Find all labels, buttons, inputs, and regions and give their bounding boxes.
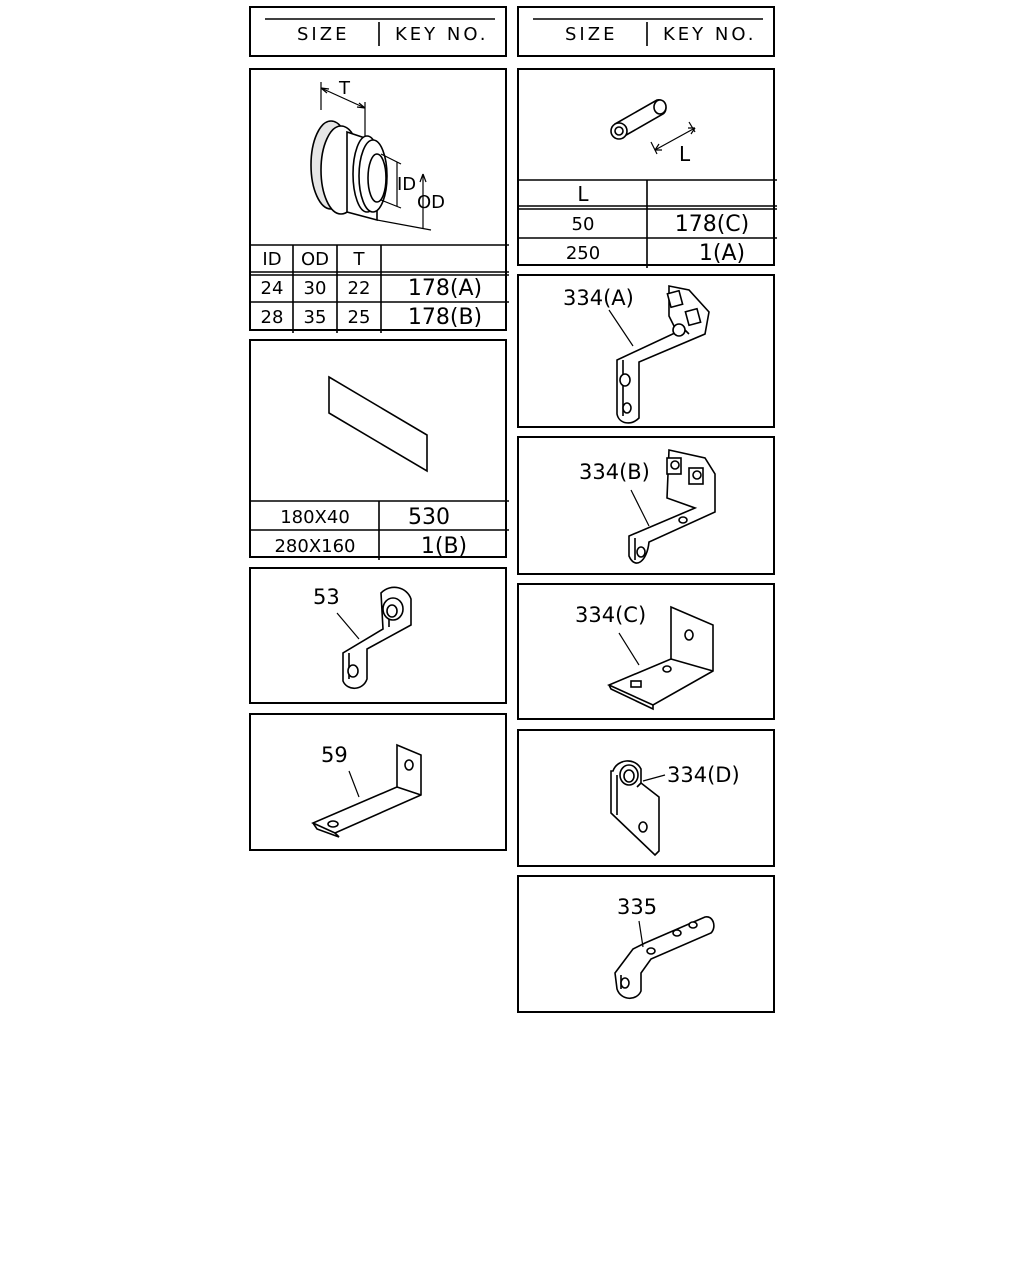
bushing-panel: T ID OD ID OD T 24 30 22 178(A) 28 35 25… [249,68,509,333]
tube-panel: L L 50 178(C) 250 1(A) [517,68,777,268]
bracket-59-panel: 59 [249,713,507,851]
bracket-334b-panel: 334(B) [517,436,775,575]
bracket-334d-panel: 334(D) [517,729,775,867]
bushing-row1-od: 30 [303,278,327,299]
bracket-334d-label: 334(D) [667,763,740,787]
sheet-row1-size: 180X40 [280,507,350,528]
bushing-row1-t: 22 [347,278,371,299]
bracket-334c-drawing [607,605,714,711]
bushing-dim-t: T [339,78,350,99]
header-right-lines [533,18,763,46]
bracket-334d-drawing [610,760,666,857]
bracket-334a-drawing [608,285,710,424]
header-right: SIZE KEY NO. [517,6,775,57]
bushing-row2-od: 35 [303,307,327,328]
bushing-dim-od: OD [417,192,446,213]
sheet-drawing [251,375,509,560]
bracket-335-label: 335 [617,895,658,919]
bushing-dim-id: ID [397,174,417,195]
bushing-col-id: ID [262,249,282,270]
bracket-335-panel: 335 [517,875,775,1013]
header-left-key-no: KEY NO. [395,24,489,45]
sheet-row1-key: 530 [408,505,450,530]
tube-row2-l: 250 [565,243,601,264]
bracket-334b-label: 334(B) [579,460,650,484]
tube-drawing [519,99,777,268]
bushing-row2-key: 178(B) [407,305,483,330]
header-left: SIZE KEY NO. [249,6,507,57]
bracket-334b-drawing [628,449,716,564]
bracket-334a-panel: 334(A) [517,274,775,428]
header-right-size: SIZE [565,24,618,45]
sheet-panel: 180X40 530 280X160 1(B) [249,339,509,560]
bushing-row2-id: 28 [260,307,284,328]
tube-col-l: L [577,182,589,206]
bracket-53-panel: 53 [249,567,507,704]
bracket-334c-label: 334(C) [575,603,647,627]
bushing-row1-id: 24 [260,278,284,299]
tube-row1-l: 50 [571,214,595,235]
bracket-334a-label: 334(A) [563,286,634,310]
bushing-col-t: T [353,249,365,270]
header-left-size: SIZE [297,24,350,45]
tube-dim-l: L [679,142,691,166]
sheet-row2-key: 1(B) [420,534,468,559]
bushing-row2-t: 25 [347,307,371,328]
bushing-row1-key: 178(A) [407,276,483,301]
bracket-59-drawing [311,743,422,838]
header-left-lines [265,18,495,46]
bracket-53-label: 53 [313,585,340,609]
bracket-334c-panel: 334(C) [517,583,775,720]
header-right-key-no: KEY NO. [663,24,757,45]
bracket-59-label: 59 [321,743,348,767]
sheet-row2-size: 280X160 [274,536,356,557]
bushing-drawing [251,82,509,333]
bracket-53-drawing [336,586,412,690]
tube-row2-key: 1(A) [698,241,746,266]
tube-row1-key: 178(C) [674,212,750,237]
bushing-col-od: OD [300,249,330,270]
bracket-335-drawing [614,916,715,1000]
